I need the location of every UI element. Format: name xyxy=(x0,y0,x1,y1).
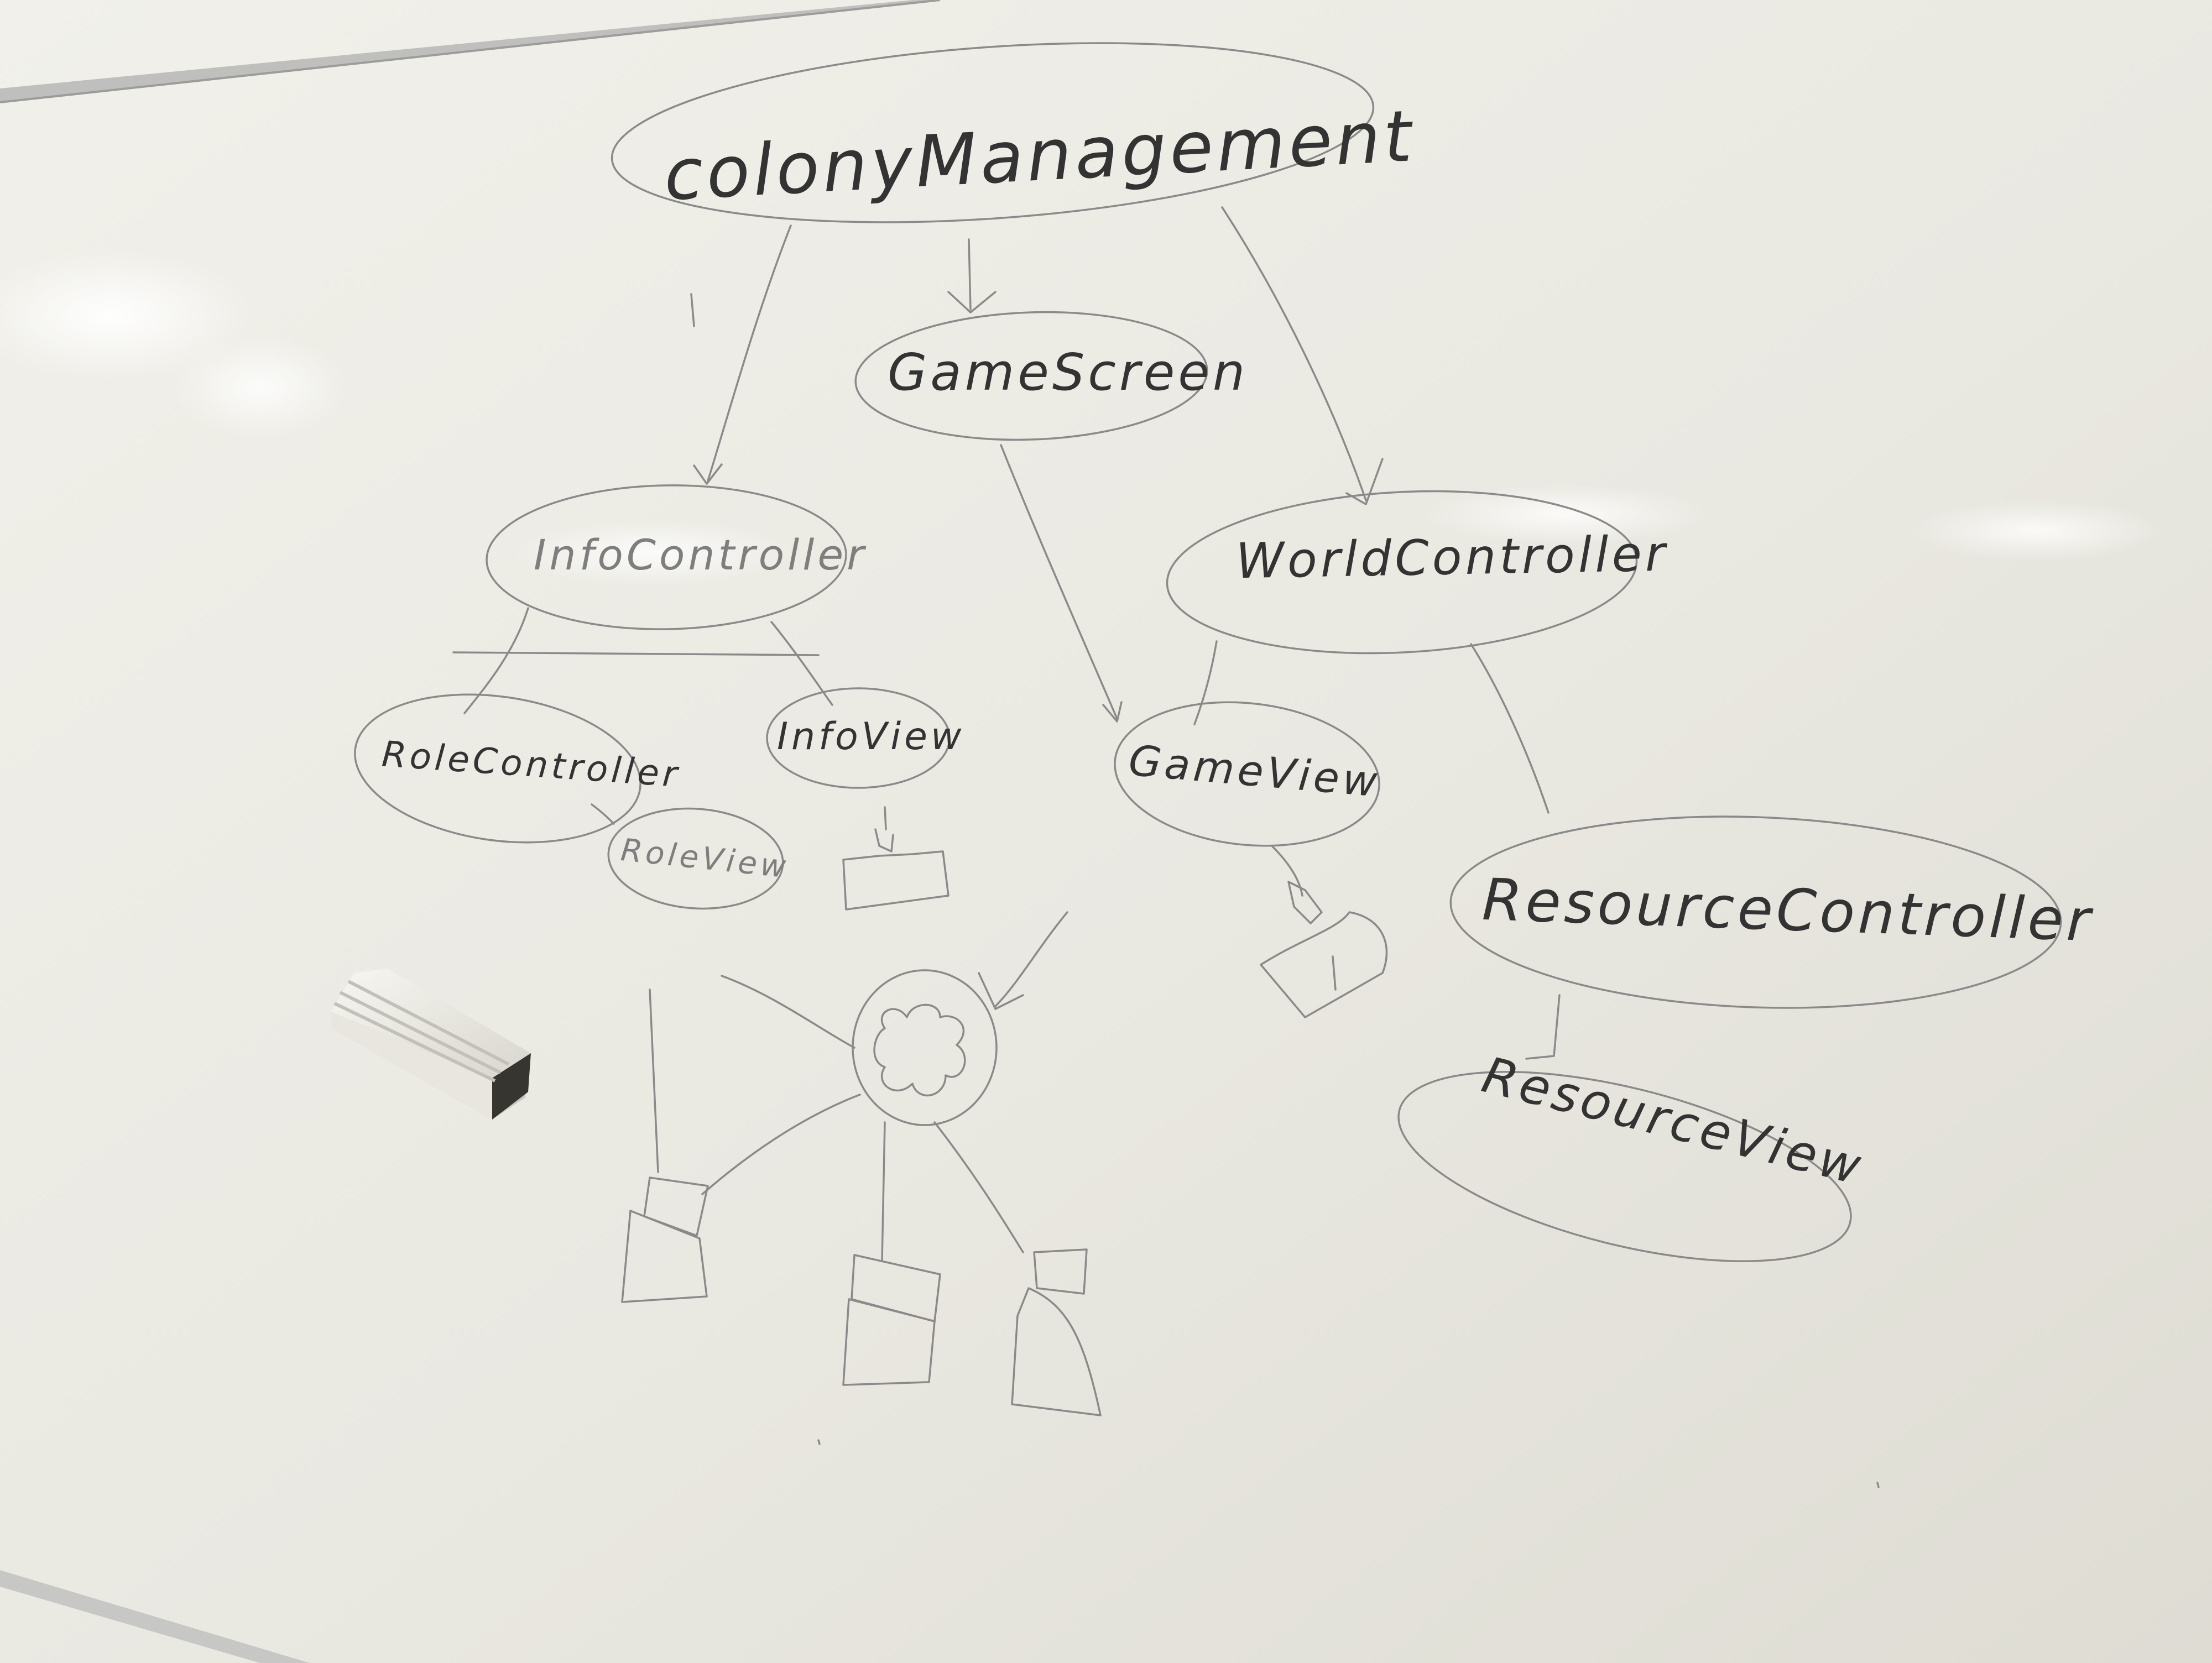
board-frame-bottom xyxy=(0,1570,310,1663)
glare-reflection xyxy=(1421,484,1709,545)
edge-role-controller-to-role-view xyxy=(591,803,615,825)
glare-reflection xyxy=(171,334,348,440)
edge-info-controller-divider xyxy=(452,651,820,656)
node-outline-role-view xyxy=(607,807,784,910)
sketch-line xyxy=(933,1121,1024,1253)
node-outline-role-controller xyxy=(354,693,641,844)
book-icon xyxy=(621,1176,709,1303)
edge-colony-to-game-screen xyxy=(968,238,972,311)
node-label-game-screen: GameScreen xyxy=(888,343,1248,402)
node-label-info-controller: InfoController xyxy=(534,530,867,579)
edge-world-controller-to-game-view xyxy=(1193,640,1218,725)
edge-info-controller-to-info-view xyxy=(770,621,833,706)
sketch-line xyxy=(701,1094,861,1195)
edge-colony-to-world-controller xyxy=(1221,206,1367,501)
node-outline-resource-controller xyxy=(1449,815,2062,1009)
arrowhead xyxy=(1345,458,1384,505)
arrowhead xyxy=(978,972,1024,1010)
book-icon xyxy=(1260,845,1388,1018)
edge-info-controller-to-role-controller xyxy=(463,607,529,714)
glare-reflection xyxy=(1908,500,2162,561)
board-frame-top-edge xyxy=(0,0,941,103)
edge-world-controller-to-resource-controller xyxy=(1470,643,1550,814)
node-outline-colony-management xyxy=(611,42,1375,223)
glare-reflection xyxy=(0,249,254,381)
sketch-line xyxy=(721,975,855,1049)
edge-colony-to-info-controller xyxy=(707,224,792,482)
node-outline-world-controller xyxy=(1166,490,1638,655)
node-label-info-view: InfoView xyxy=(777,715,965,759)
node-label-world-controller: WorldController xyxy=(1235,525,1669,590)
edge-resource-controller-to-resource-view xyxy=(1525,994,1561,1060)
node-outline-game-view xyxy=(1114,701,1380,847)
node-outline-info-view xyxy=(766,687,951,789)
sketch-line xyxy=(994,911,1068,1007)
stray-mark xyxy=(817,1439,821,1445)
book-icon xyxy=(842,1254,941,1386)
sketch-line xyxy=(881,1121,886,1262)
arrowhead xyxy=(1102,701,1123,723)
stray-mark xyxy=(1876,1482,1880,1488)
sketch-line xyxy=(649,989,659,1173)
arrowhead xyxy=(693,463,723,485)
arrowhead xyxy=(947,291,997,313)
node-outline-resource-view xyxy=(1397,1071,1852,1262)
stray-mark xyxy=(690,293,695,327)
glare-reflection xyxy=(509,520,796,586)
node-outline-info-controller xyxy=(486,484,847,630)
edge-game-screen-to-game-view xyxy=(1000,444,1118,720)
book-icon xyxy=(842,806,950,911)
book-icon xyxy=(1011,1248,1102,1416)
eraser-icon xyxy=(331,969,531,1120)
node-outline-game-screen xyxy=(854,311,1208,441)
